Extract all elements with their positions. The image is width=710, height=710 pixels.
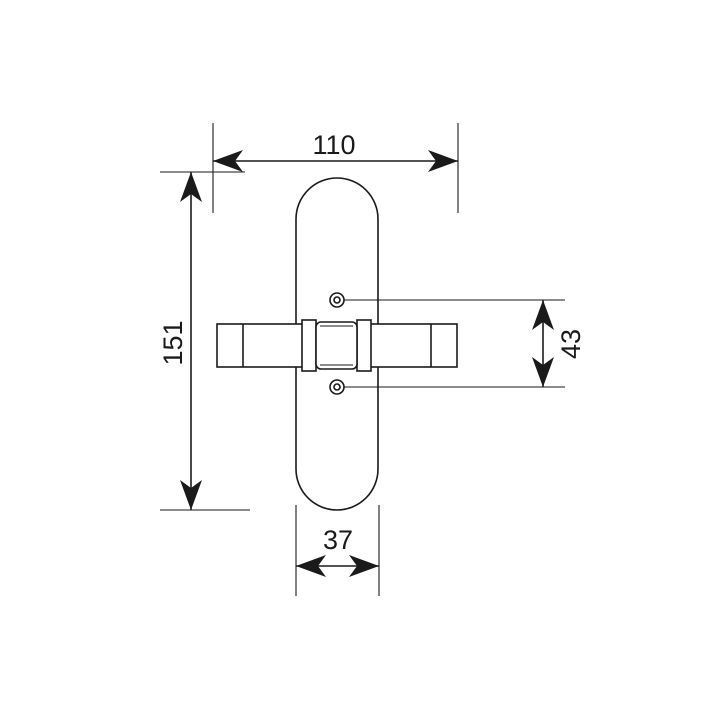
dimension-plate-width-label: 37 xyxy=(323,525,353,555)
dimension-height-label: 151 xyxy=(158,320,188,365)
dimension-width-label: 110 xyxy=(312,130,355,160)
dimension-height: 151 xyxy=(158,171,250,511)
dimension-screw-spacing: 43 xyxy=(344,299,586,388)
screw-top xyxy=(329,292,345,308)
screw-bottom xyxy=(329,379,345,395)
dimension-screw-spacing-label: 43 xyxy=(556,329,586,359)
handle-lever xyxy=(216,319,458,372)
dimension-plate-width: 37 xyxy=(295,505,380,596)
dimension-width: 110 xyxy=(212,123,459,213)
